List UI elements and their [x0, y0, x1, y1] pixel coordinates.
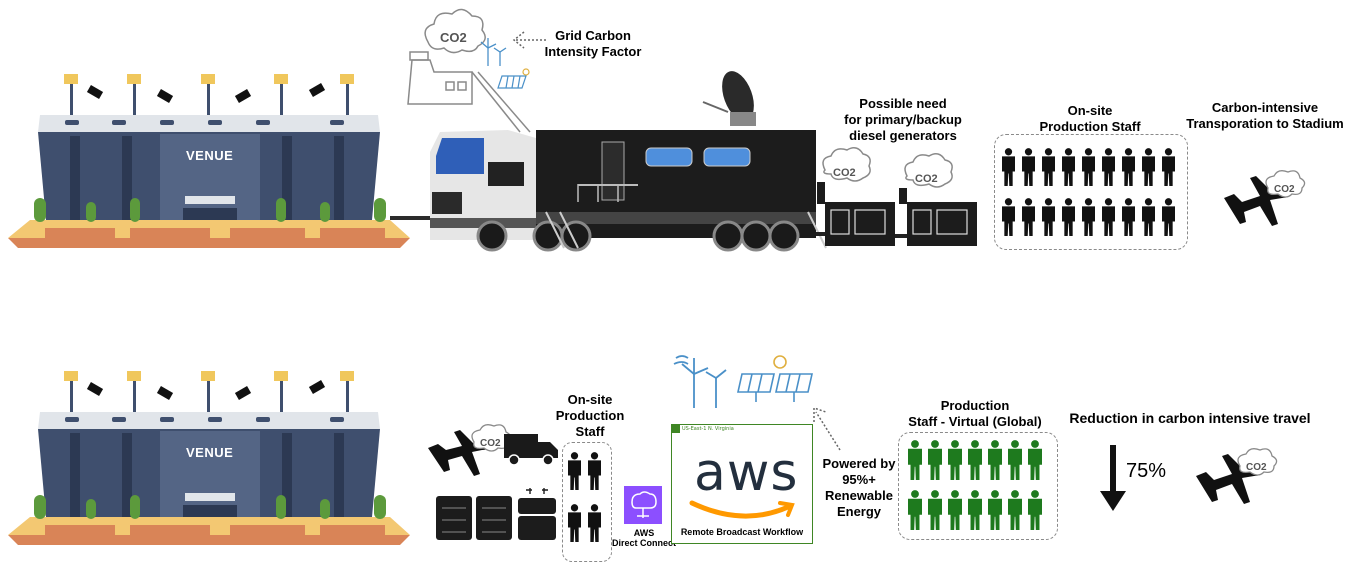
satellite-dish-icon [702, 71, 756, 126]
onsite-staff-label-bottom: On-site Production Staff [555, 392, 625, 439]
person-icon [1062, 148, 1075, 186]
svg-text:CO2: CO2 [480, 438, 501, 449]
truck-icon [430, 71, 830, 252]
aws-smile-icon [689, 500, 795, 519]
diesel-label: Possible need for primary/backup diesel … [844, 96, 962, 143]
person-icon [1122, 198, 1135, 236]
airplane-icon: CO2 [1224, 170, 1306, 226]
delivery-truck-icon [504, 434, 558, 466]
person-icon [908, 440, 922, 480]
person-icon [1142, 198, 1155, 236]
person-icon [948, 440, 962, 480]
person-icon [968, 490, 982, 530]
solar-panel-icon [737, 355, 813, 402]
person-icon [1082, 198, 1095, 236]
person-icon [1008, 440, 1022, 480]
staff-group-onsite-bottom [568, 452, 601, 542]
person-icon [1042, 198, 1055, 236]
person-icon [1028, 440, 1042, 480]
stadium-icon [8, 371, 410, 545]
airplane-icon: CO2 [1196, 448, 1278, 504]
person-icon [1022, 148, 1035, 186]
person-icon [1028, 490, 1042, 530]
person-icon [568, 452, 581, 490]
svg-text:CO2: CO2 [833, 167, 856, 179]
wind-turbine-icon [673, 355, 727, 408]
co2-text: CO2 [440, 30, 467, 45]
staff-group-virtual [908, 440, 1042, 530]
dotted-arrow-icon [813, 406, 841, 451]
person-icon [1008, 490, 1022, 530]
direct-connect-label: AWS Direct Connect [611, 528, 676, 548]
person-icon [1062, 198, 1075, 236]
dotted-arrow-icon [512, 31, 546, 49]
stadium-top: VENUE [0, 70, 435, 255]
person-icon [968, 440, 982, 480]
person-icon [988, 490, 1002, 530]
onsite-staff-label-top: On-site Production Staff [1039, 103, 1141, 134]
person-icon [1022, 198, 1035, 236]
person-icon [1162, 148, 1175, 186]
wind-turbine-icon [480, 38, 507, 66]
person-icon [988, 440, 1002, 480]
person-icon [1102, 198, 1115, 236]
workflow-label: Remote Broadcast Workflow [680, 527, 804, 537]
person-icon [1142, 148, 1155, 186]
factory-icon: CO2 [407, 8, 531, 133]
airplane-icon: CO2 [428, 424, 512, 476]
generator-icon: CO2 CO2 [817, 147, 977, 246]
person-icon [568, 504, 581, 542]
stadium-icon [8, 74, 435, 248]
svg-text:CO2: CO2 [915, 173, 938, 185]
down-arrow-icon [1100, 445, 1126, 511]
transport-label: Carbon-intensive Transporation to Stadiu… [1186, 100, 1344, 131]
person-icon [928, 490, 942, 530]
solar-panel-icon [497, 68, 530, 89]
person-icon [948, 490, 962, 530]
reduction-value: 75% [1126, 460, 1167, 482]
aws-region-label: US-East-1 N. Virginia [682, 426, 734, 432]
person-icon [908, 490, 922, 530]
grid-carbon-label: Grid Carbon Intensity Factor [544, 28, 642, 59]
svg-text:CO2: CO2 [1274, 184, 1295, 195]
aws-region-box: US-East-1 N. Virginia aws Remote Broadca… [671, 424, 813, 544]
person-icon [1102, 148, 1115, 186]
person-icon [1082, 148, 1095, 186]
person-icon [1002, 198, 1015, 236]
person-icon [1162, 198, 1175, 236]
person-icon [1122, 148, 1135, 186]
aws-logo: aws [694, 443, 799, 503]
server-icon [436, 488, 556, 540]
person-icon [1042, 148, 1055, 186]
svg-text:CO2: CO2 [1246, 462, 1267, 473]
reduction-title: Reduction in carbon intensive travel [1069, 410, 1311, 426]
person-icon [1002, 148, 1015, 186]
powered-label: Powered by 95%+ Renewable Energy [822, 456, 896, 519]
person-icon [588, 452, 601, 490]
region-flag-icon [672, 425, 680, 433]
direct-connect-icon [624, 486, 662, 524]
virtual-staff-label: Production Staff - Virtual (Global) [908, 398, 1042, 429]
venue-label: VENUE [186, 445, 234, 460]
venue-label: VENUE [186, 148, 234, 163]
person-icon [928, 440, 942, 480]
stadium-bottom: VENUE [0, 367, 420, 552]
person-icon [588, 504, 601, 542]
staff-group-top [1002, 148, 1175, 236]
